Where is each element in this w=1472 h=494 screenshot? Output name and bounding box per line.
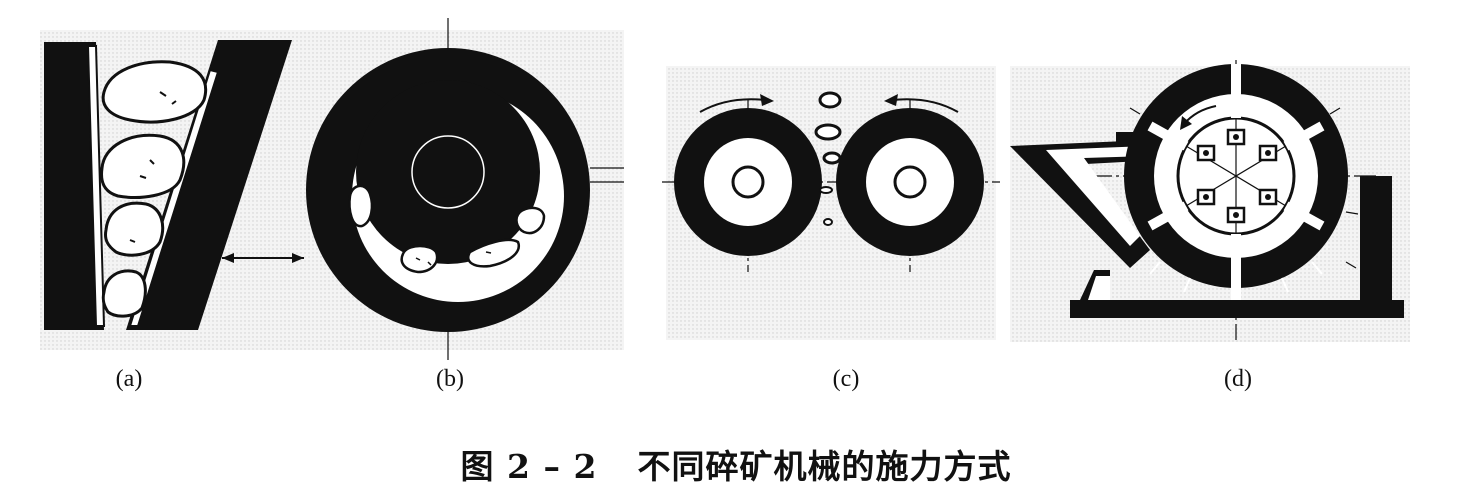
ore-lump — [100, 133, 186, 199]
ore-lump — [819, 186, 833, 194]
panel-label-a: (a) — [115, 366, 143, 392]
panel-label-d: (d) — [1224, 366, 1252, 392]
shaft-circle — [411, 135, 485, 209]
ore-lump — [814, 123, 842, 141]
ore-lump — [818, 91, 842, 109]
impact-crusher-diagram — [1010, 60, 1404, 340]
rotation-arrow-clockwise — [699, 98, 767, 113]
figure-canvas — [40, 18, 1410, 360]
fixed-jaw-liner — [86, 45, 106, 327]
machine-base — [1070, 176, 1404, 318]
ore-lump — [101, 60, 208, 124]
figure-number: 图 2 – 2 — [460, 447, 598, 486]
ore-lump — [467, 238, 520, 268]
ore-lump — [348, 184, 374, 228]
ore-lump — [822, 151, 842, 165]
panel-label-b: (b) — [436, 366, 464, 392]
crushing-cone — [356, 80, 540, 264]
figure-title: 不同碎矿机械的施力方式 — [637, 447, 1012, 486]
left-roll-shaft — [731, 165, 765, 199]
panel-label-c: (c) — [832, 366, 860, 392]
movable-jaw — [126, 40, 292, 330]
jaw-crusher-diagram — [44, 40, 304, 330]
ore-lump — [101, 269, 147, 318]
roll-crusher-diagram — [662, 91, 1000, 272]
rotation-arrow-counterclockwise — [891, 98, 959, 113]
figure-caption: 图 2 – 2 不同碎矿机械的施力方式 — [0, 440, 1472, 488]
ore-lump — [515, 206, 546, 235]
ore-lump — [823, 218, 833, 226]
ore-lump — [104, 201, 165, 257]
right-roll-shaft — [893, 165, 927, 199]
cone-crusher-diagram — [306, 18, 624, 360]
